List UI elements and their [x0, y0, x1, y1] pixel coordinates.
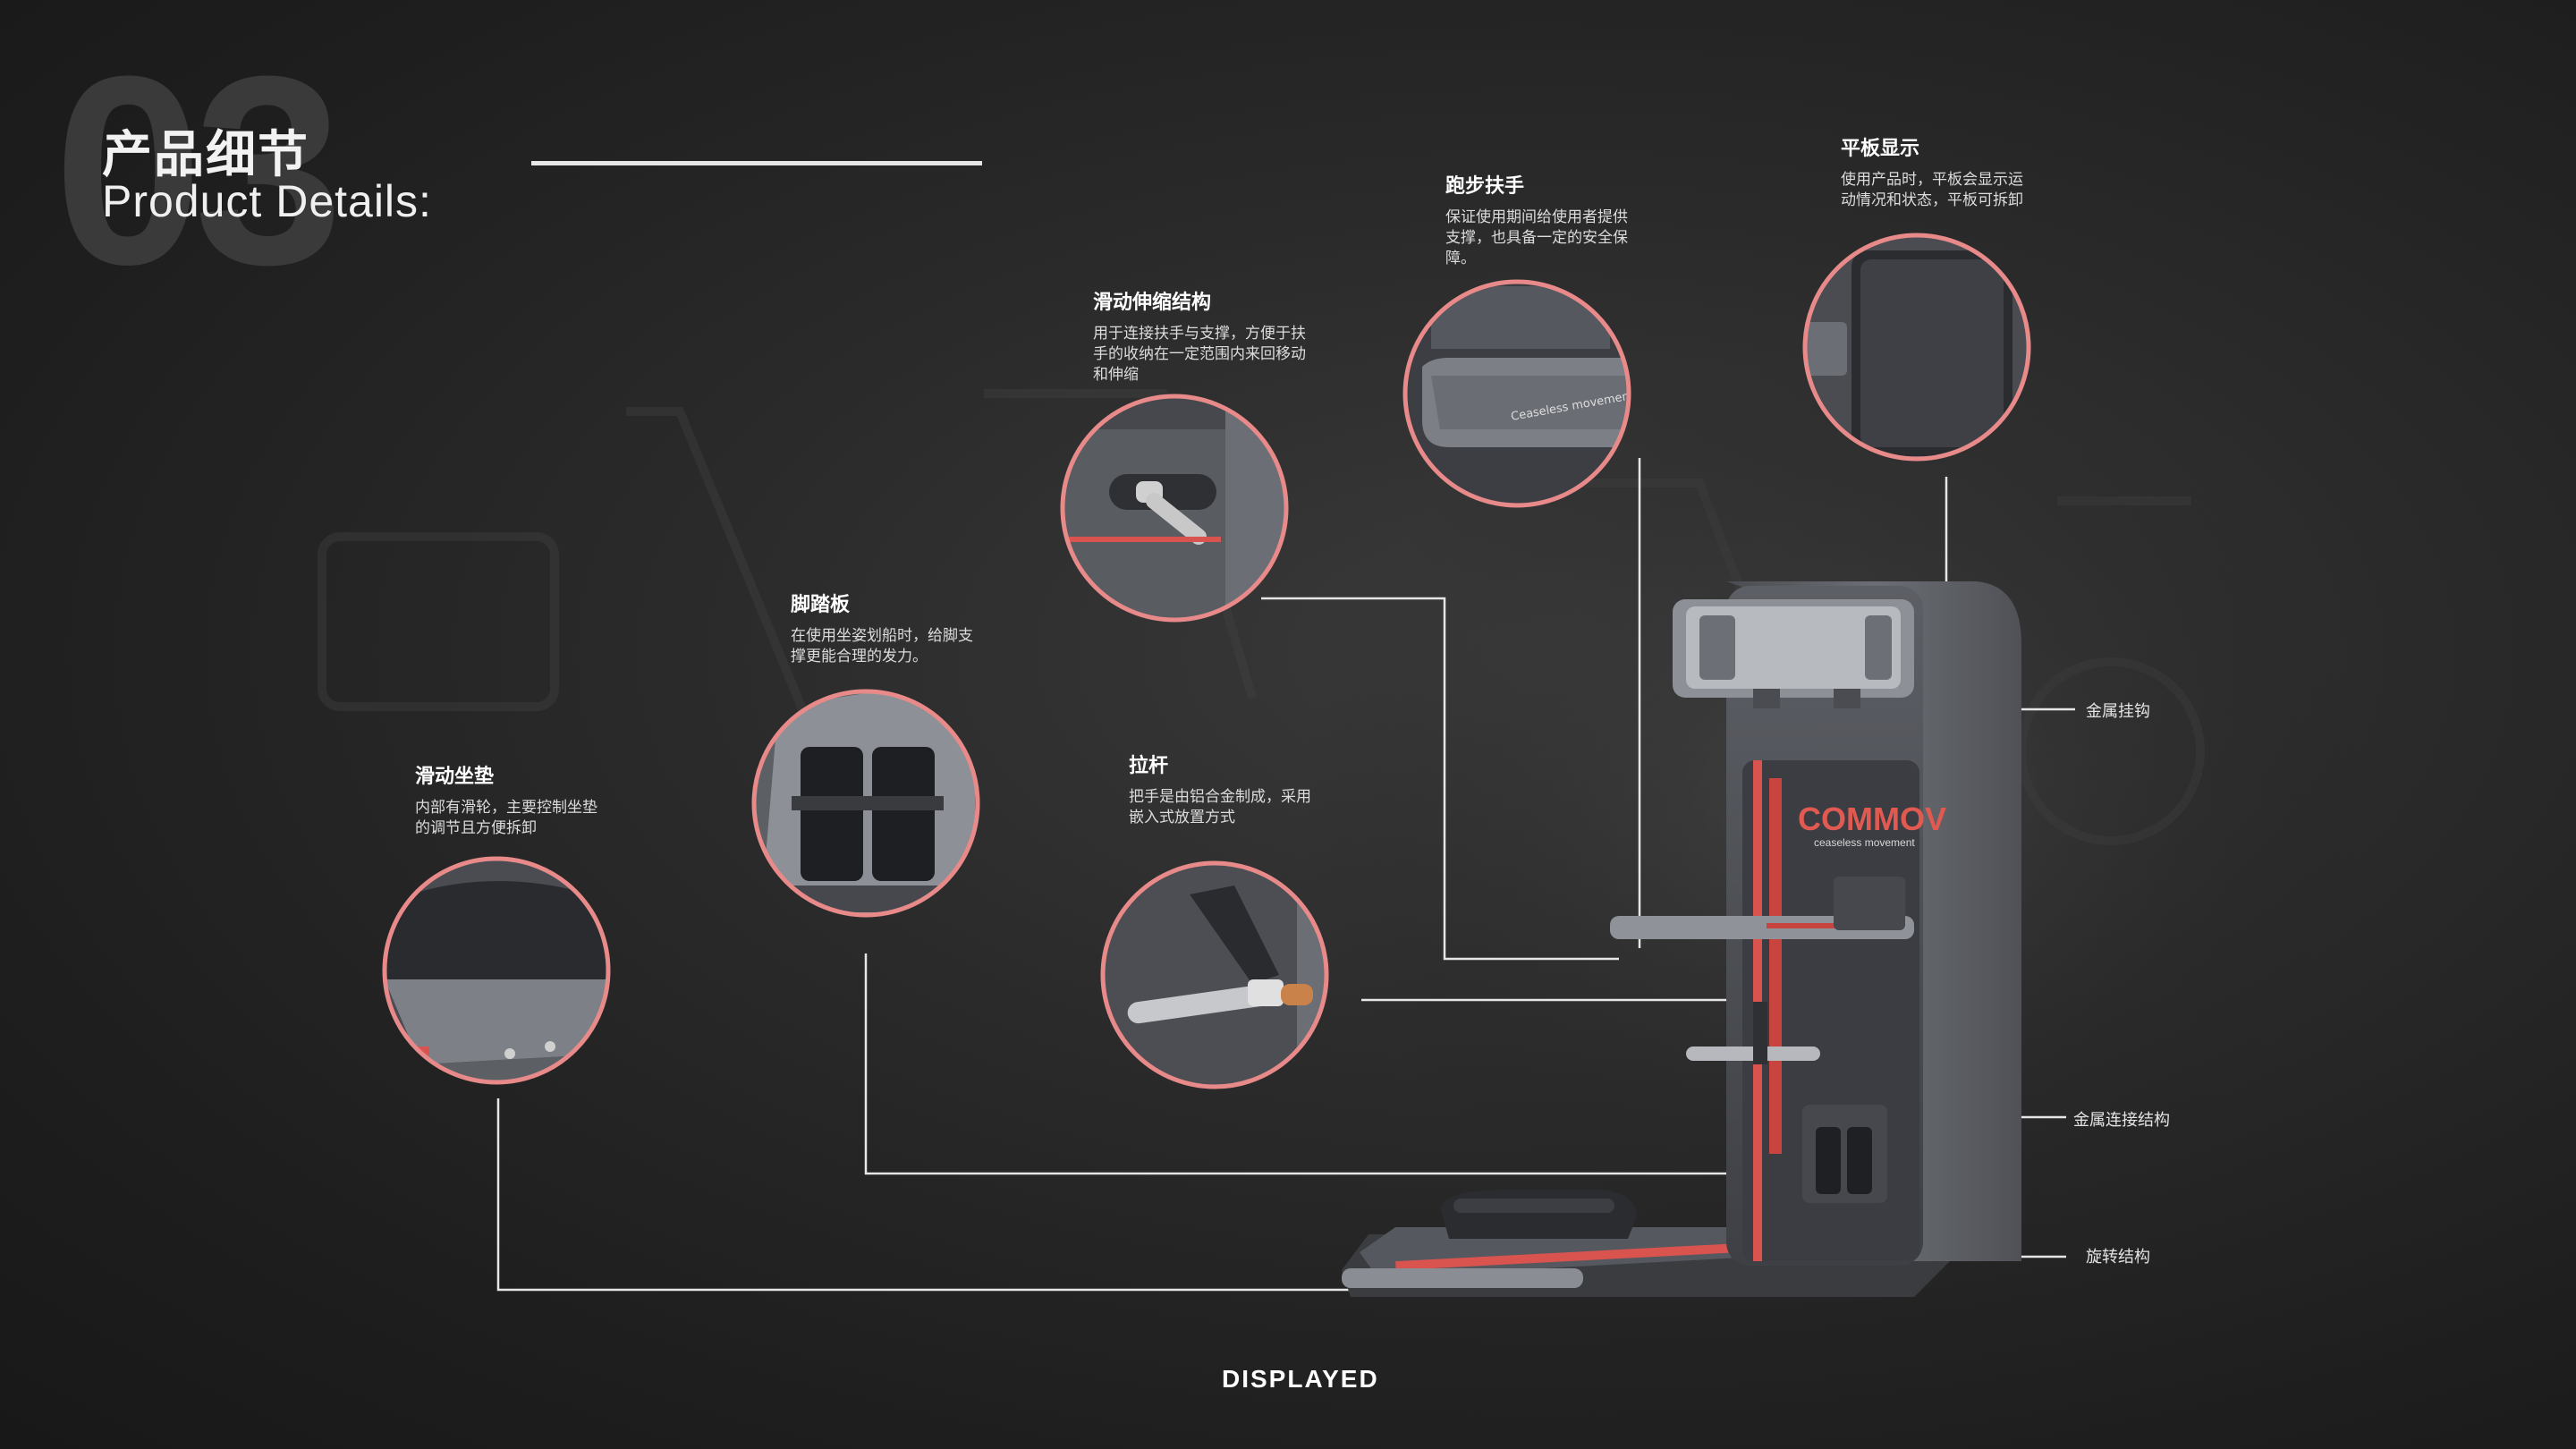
label-metal-connection: 金属连接结构	[2073, 1111, 2170, 1130]
callout-handrail: 跑步扶手 保证使用期间给使用者提供支撑，也具备一定的安全保障。	[1445, 170, 1629, 269]
page-title-cn: 产品细节	[102, 126, 309, 184]
callout-pullbar-title: 拉杆	[1129, 755, 1169, 777]
connector-slide	[1261, 597, 1619, 961]
callout-handrail-desc: 保证使用期间给使用者提供支撑，也具备一定的安全保障。	[1445, 208, 1628, 267]
detail-circle-slide	[1060, 394, 1289, 623]
callout-pullbar-desc: 把手是由铝合金制成，采用嵌入式放置方式	[1129, 788, 1311, 826]
callout-tablet-title: 平板显示	[1841, 138, 1920, 160]
callout-slide: 滑动伸缩结构 用于连接扶手与支撑，方便于扶手的收纳在一定范围内来回移动和伸缩	[1093, 286, 1312, 386]
machine-main: COMMOV ceaseless movement	[1342, 581, 2021, 1297]
brand-logo-text: COMMOV	[1798, 801, 1946, 837]
callout-footrest-title: 脚踏板	[791, 594, 851, 616]
detail-circle-footrest	[751, 689, 980, 918]
callout-handrail-title: 跑步扶手	[1445, 175, 1525, 198]
section-number-watermark: 03	[54, 20, 343, 320]
callout-slide-desc: 用于连接扶手与支撑，方便于扶手的收纳在一定范围内来回移动和伸缩	[1093, 325, 1306, 384]
label-rotation-structure: 旋转结构	[2086, 1248, 2150, 1267]
connector-footrest	[864, 953, 1780, 1175]
brand-tagline-text: ceaseless movement	[1814, 836, 1915, 849]
callout-tablet-desc: 使用产品时，平板会显示运动情况和状态，平板可拆卸	[1841, 171, 2023, 209]
callout-seat: 滑动坐垫 内部有滑轮，主要控制坐垫的调节且方便拆卸	[415, 760, 612, 839]
callout-seat-desc: 内部有滑轮，主要控制坐垫的调节且方便拆卸	[415, 799, 597, 837]
detail-circle-pullbar	[1100, 860, 1329, 1089]
connector-seat	[496, 1098, 1377, 1292]
callout-tablet: 平板显示 使用产品时，平板会显示运动情况和状态，平板可拆卸	[1841, 132, 2024, 211]
label-metal-hook: 金属挂钩	[2086, 702, 2150, 721]
callout-seat-title: 滑动坐垫	[415, 766, 495, 788]
title-divider	[531, 161, 982, 165]
page-title-en: Product Details:	[102, 176, 432, 226]
callout-slide-title: 滑动伸缩结构	[1093, 292, 1212, 314]
footer-label: DISPLAYED	[1222, 1365, 1379, 1393]
callout-pullbar: 拉杆 把手是由铝合金制成，采用嵌入式放置方式	[1129, 750, 1326, 828]
callout-footrest-desc: 在使用坐姿划船时，给脚支撑更能合理的发力。	[791, 627, 973, 665]
detail-circle-seat	[382, 856, 611, 1085]
detail-circle-tablet	[1802, 233, 2031, 462]
callout-footrest: 脚踏板 在使用坐姿划船时，给脚支撑更能合理的发力。	[791, 589, 974, 667]
